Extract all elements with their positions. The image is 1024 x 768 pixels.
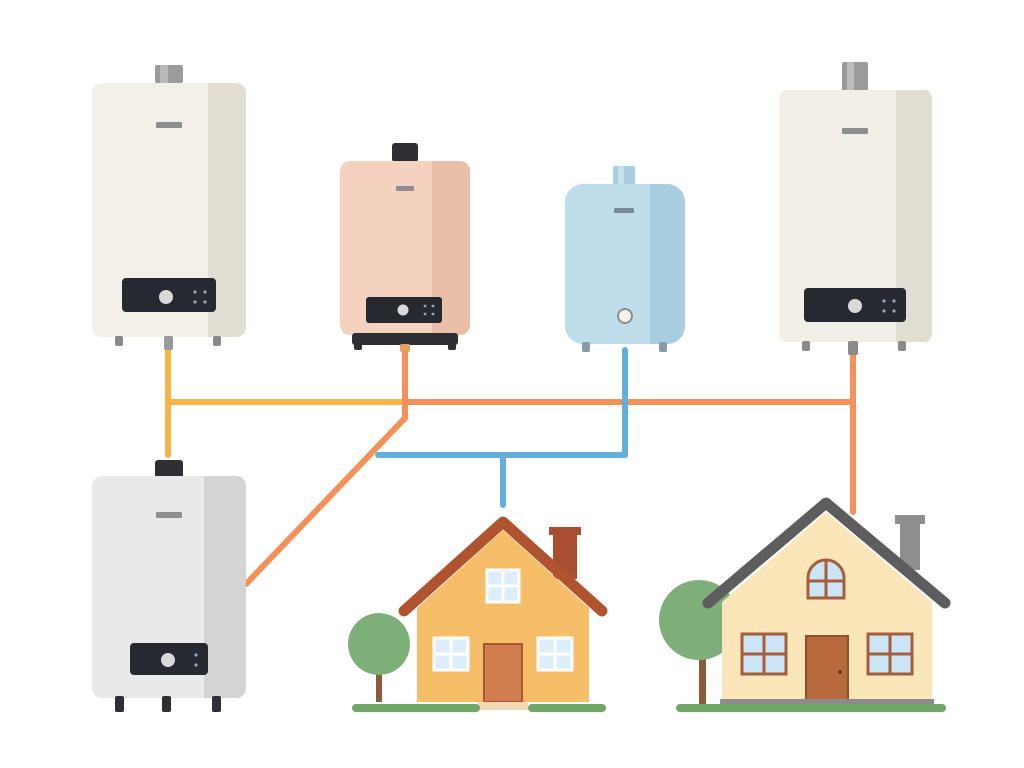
tree-icon bbox=[348, 613, 410, 702]
indicator-dot-icon bbox=[193, 290, 197, 294]
dial-icon bbox=[848, 299, 862, 313]
flue-cap-highlight bbox=[160, 65, 168, 83]
indicator-dot-icon bbox=[892, 299, 896, 303]
indicator-dot-icon bbox=[882, 299, 886, 303]
knob-icon bbox=[617, 308, 633, 324]
heater-foot bbox=[802, 341, 810, 351]
pipe-network bbox=[165, 337, 856, 587]
heater-foot bbox=[354, 340, 362, 350]
window-frame bbox=[432, 636, 470, 672]
water-heater-top-center-right bbox=[565, 166, 685, 352]
door bbox=[806, 636, 848, 702]
heater-foot bbox=[115, 336, 123, 346]
heater-side-shade-fill bbox=[432, 161, 446, 335]
ground-strip bbox=[352, 704, 480, 712]
door bbox=[484, 644, 522, 702]
indicator-dot-icon bbox=[423, 304, 427, 308]
heater-foot bbox=[164, 336, 173, 350]
house-large bbox=[659, 497, 951, 712]
water-heater-top-center-left bbox=[340, 143, 470, 352]
door-step bbox=[478, 702, 528, 710]
heater-foot bbox=[659, 342, 667, 352]
tree-trunk bbox=[376, 660, 382, 702]
vent-slot bbox=[614, 208, 634, 213]
flue-cap bbox=[842, 62, 868, 92]
vent-slot bbox=[842, 128, 868, 134]
heater-side-shade-fill bbox=[896, 90, 908, 342]
chimney bbox=[900, 520, 920, 570]
house-roof bbox=[398, 516, 608, 617]
water-heater-bottom-left bbox=[92, 460, 246, 712]
heater-body bbox=[92, 83, 246, 337]
flue-cap-highlight bbox=[618, 166, 624, 186]
house-small bbox=[348, 516, 608, 712]
indicator-dot-icon bbox=[882, 309, 886, 313]
indicator-dot-icon bbox=[194, 653, 198, 657]
flue-cap bbox=[155, 460, 183, 478]
heater-side-shade-fill bbox=[208, 83, 222, 337]
indicator-dot-icon bbox=[892, 309, 896, 313]
door-knob bbox=[838, 670, 842, 674]
heater-foot bbox=[448, 340, 456, 350]
dial-icon bbox=[159, 290, 173, 304]
window-frame bbox=[806, 558, 846, 600]
indicator-dot-icon bbox=[431, 304, 435, 308]
ground-strip bbox=[528, 704, 606, 712]
indicator-dot-icon bbox=[431, 312, 435, 316]
heater-foot bbox=[115, 696, 124, 712]
tree-foliage bbox=[348, 613, 410, 675]
heater-outlet bbox=[400, 344, 410, 352]
window-frame bbox=[485, 568, 521, 604]
indicator-dot-icon bbox=[203, 300, 207, 304]
indicator-dot-icon bbox=[423, 312, 427, 316]
heater-foot bbox=[212, 696, 221, 712]
vent-slot bbox=[156, 512, 182, 518]
water-heater-top-left bbox=[92, 65, 246, 350]
flue-cap-highlight bbox=[847, 62, 854, 92]
vent-slot bbox=[396, 186, 414, 191]
heater-foot bbox=[162, 696, 171, 712]
house-roof bbox=[702, 497, 951, 609]
chimney-cap bbox=[549, 527, 581, 535]
indicator-dot-icon bbox=[194, 663, 198, 667]
chimney-cap bbox=[895, 515, 925, 524]
indicator-dot-icon bbox=[193, 300, 197, 304]
heater-foot bbox=[898, 341, 906, 351]
dial-icon bbox=[397, 304, 409, 316]
tree-trunk bbox=[699, 640, 706, 704]
pipe-diagonal-to-bottom-heater bbox=[243, 415, 408, 587]
flue-cap bbox=[392, 143, 418, 162]
heater-foot bbox=[213, 336, 221, 346]
indicator-dot-icon bbox=[203, 290, 207, 294]
heater-side-shade-fill bbox=[650, 184, 664, 344]
water-heater-top-right bbox=[779, 62, 932, 355]
heater-foot bbox=[582, 342, 590, 352]
foundation bbox=[720, 699, 934, 705]
heater-body bbox=[779, 90, 932, 342]
heater-base bbox=[352, 333, 458, 345]
flue-cap bbox=[155, 65, 183, 83]
heater-foot bbox=[848, 341, 858, 355]
dial-icon bbox=[161, 653, 175, 667]
window-frame bbox=[536, 636, 574, 672]
ground-strip bbox=[676, 704, 946, 712]
vent-slot bbox=[156, 122, 182, 128]
heater-side-shade-fill bbox=[204, 476, 218, 698]
